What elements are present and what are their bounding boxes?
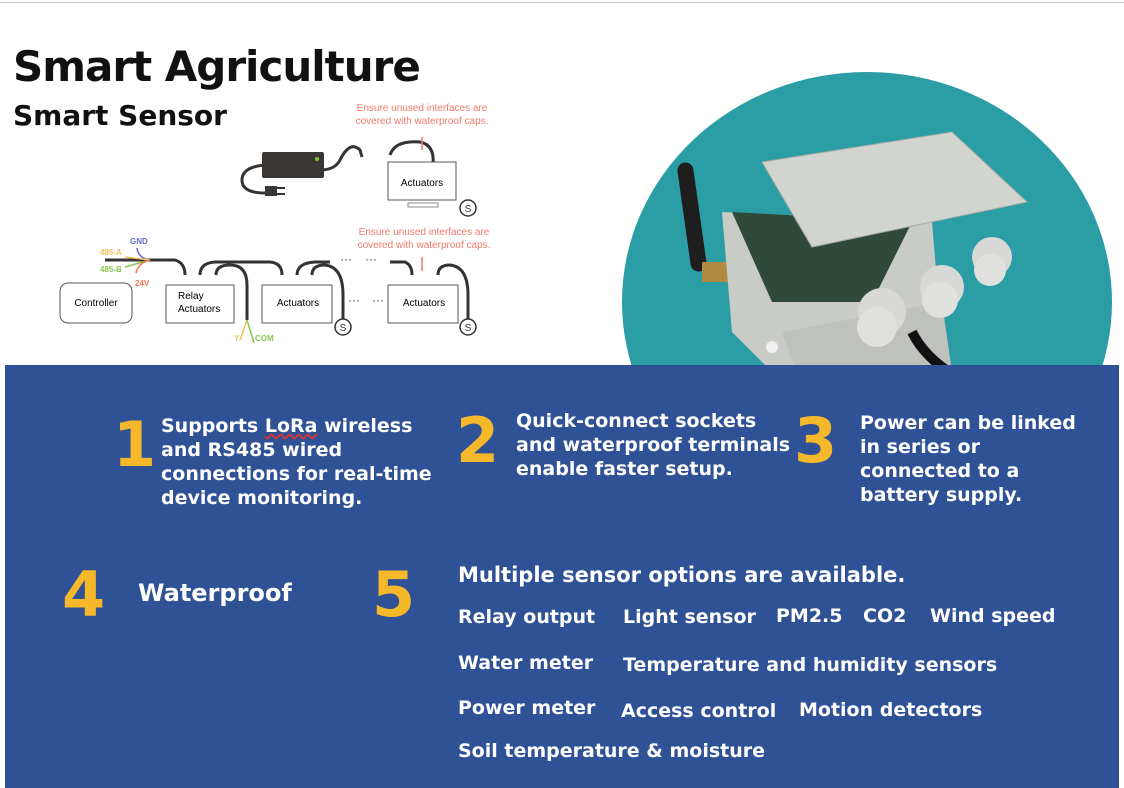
svg-text:485-A: 485-A: [100, 248, 122, 257]
sensor-option: Light sensor: [623, 606, 756, 628]
smart-sensor-enclosure-photo: [677, 131, 1029, 392]
sensor-option: Power meter: [458, 697, 596, 719]
note-mid: Ensure unused interfaces are covered wit…: [357, 227, 491, 251]
sensor-option: Access control: [621, 700, 777, 722]
power-adapter: [262, 152, 324, 178]
svg-text:GND: GND: [130, 237, 148, 246]
svg-text:Actuators: Actuators: [403, 298, 445, 309]
page-subtitle: Smart Sensor: [13, 99, 227, 132]
top-divider: [0, 2, 1124, 3]
svg-text:Actuators: Actuators: [277, 298, 319, 309]
sensor-option: Wind speed: [930, 605, 1056, 627]
svg-text:S: S: [465, 204, 472, 215]
page-title: Smart Agriculture: [13, 42, 421, 91]
svg-text:···: ···: [365, 252, 377, 266]
feature-2-text: Quick-connect sockets and waterproof ter…: [516, 410, 791, 480]
feature-4-text: Waterproof: [138, 579, 292, 607]
svg-text:Actuators: Actuators: [401, 178, 443, 189]
sensor-option: CO2: [863, 605, 907, 627]
feature-number-1: 1: [113, 408, 157, 481]
svg-text:COM: COM: [255, 334, 274, 343]
svg-text:Controller: Controller: [74, 298, 118, 309]
note-top: Ensure unused interfaces are covered wit…: [355, 103, 489, 127]
feature-1-text: Supports LoRa wireless and RS485 wired c…: [161, 415, 432, 509]
svg-text:Y: Y: [234, 334, 240, 343]
controller-box: [59, 282, 133, 324]
feature-number-2: 2: [456, 404, 500, 477]
actuator-top: Actuators: [387, 161, 457, 201]
features-panel: [5, 365, 1119, 788]
svg-text:S: S: [465, 323, 472, 334]
feature-3-text: Power can be linked in series or connect…: [860, 412, 1076, 506]
feature-number-3: 3: [794, 404, 838, 477]
svg-text:S: S: [340, 323, 347, 334]
sensor-option: Relay output: [458, 606, 596, 628]
sensor-option: PM2.5: [776, 605, 843, 627]
svg-text:···: ···: [372, 293, 384, 307]
svg-text:24V: 24V: [135, 279, 150, 288]
feature-number-5: 5: [372, 558, 416, 631]
svg-text:Relay: Relay: [178, 291, 204, 302]
sensor-option: Motion detectors: [799, 699, 983, 721]
wiring-diagram: Actuators Controller Relay Actuators Act…: [59, 137, 477, 344]
svg-text:485-B: 485-B: [100, 265, 122, 274]
feature-5-text: Multiple sensor options are available.: [458, 563, 906, 587]
sensor-option: Soil temperature & moisture: [458, 740, 766, 762]
sensor-option: Temperature and humidity sensors: [623, 654, 998, 676]
sensor-option: Water meter: [458, 652, 594, 674]
feature-number-4: 4: [62, 558, 106, 631]
svg-text:···: ···: [348, 293, 360, 307]
svg-text:Actuators: Actuators: [178, 304, 220, 315]
svg-text:···: ···: [340, 252, 352, 266]
